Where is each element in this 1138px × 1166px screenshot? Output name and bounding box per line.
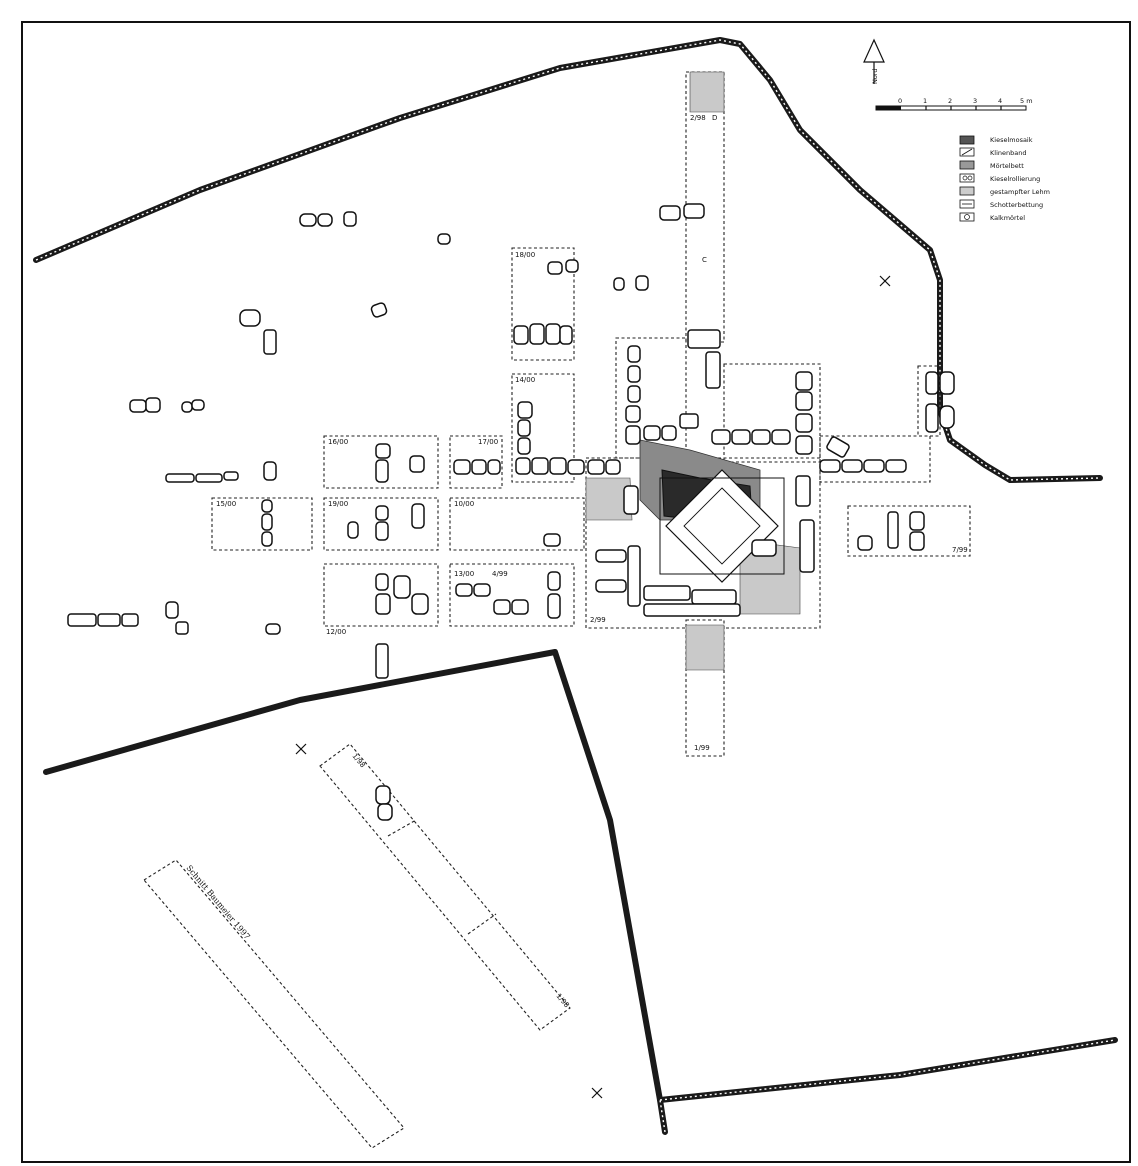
label-16-00: 16/00 xyxy=(328,438,348,446)
survey-point-sw xyxy=(295,743,307,755)
north-label: Nord xyxy=(871,68,879,84)
enclosure-wall-north xyxy=(33,37,1103,483)
trench-east-small xyxy=(917,365,941,437)
trench-1-99 xyxy=(685,619,725,757)
svg-text:Kalkmörtel: Kalkmörtel xyxy=(990,214,1025,222)
label-7-99: 7/99 xyxy=(952,546,968,554)
label-15-00: 15/00 xyxy=(216,500,236,508)
legend-item-schotterbettung: Schotterbettung xyxy=(959,199,1043,209)
label-4-99: 4/99 xyxy=(492,570,508,578)
trench-10-00 xyxy=(449,497,585,551)
legend-item-gestampfter-lehm: gestampfter Lehm xyxy=(959,186,1050,196)
trench-east-wall xyxy=(819,435,931,483)
scale-tick-2: 2 xyxy=(948,97,952,105)
legend-item-moertelbett: Mörtelbett xyxy=(959,160,1024,170)
trench-labels: 2/98 D C 18/00 14/00 16/00 17/00 15/00 1… xyxy=(184,114,967,1009)
scale-tick-3: 3 xyxy=(973,97,977,105)
label-2-98-d: D xyxy=(712,114,717,122)
svg-text:gestampfter Lehm: gestampfter Lehm xyxy=(990,188,1050,196)
trench-18-00 xyxy=(511,247,575,361)
label-2-98: 2/98 xyxy=(690,114,706,122)
trench-13-00 xyxy=(449,563,575,627)
trench-17-00 xyxy=(449,435,503,489)
central-floor xyxy=(585,71,801,671)
label-1-99: 1/99 xyxy=(694,744,710,752)
label-1-98-north: 1/98 xyxy=(350,752,366,769)
svg-text:Klinenband: Klinenband xyxy=(990,149,1026,157)
survey-point-ne xyxy=(879,275,891,287)
svg-text:Kieselrollierung: Kieselrollierung xyxy=(990,175,1040,183)
scale-tick-5: 5 m xyxy=(1020,97,1033,105)
trench-central-nw xyxy=(615,337,687,459)
svg-text:Schotterbettung: Schotterbettung xyxy=(990,201,1043,209)
trench-central-ne xyxy=(723,363,821,463)
label-17-00: 17/00 xyxy=(478,438,498,446)
trench-15-00 xyxy=(211,497,313,551)
trench-16-00 xyxy=(323,435,439,489)
label-12-00: 12/00 xyxy=(326,628,346,636)
scale-tick-4: 4 xyxy=(998,97,1002,105)
label-10-00: 10/00 xyxy=(454,500,474,508)
trench-7-99 xyxy=(847,505,971,557)
trench-1-98 xyxy=(319,743,571,1031)
label-1-98-south: 1/98 xyxy=(554,992,570,1009)
label-19-00: 19/00 xyxy=(328,500,348,508)
label-13-00: 13/00 xyxy=(454,570,474,578)
legend: Kieselmosaik Klinenband Mörtelbett Kiese… xyxy=(959,135,1050,222)
trench-19-00 xyxy=(323,497,439,551)
stone-walls xyxy=(67,203,955,821)
plan-frame xyxy=(21,21,1131,1163)
trench-14-00 xyxy=(511,373,575,483)
label-2-98-c: C xyxy=(702,256,707,264)
scale-tick-0: 0 xyxy=(898,97,902,105)
enclosure-wall-south xyxy=(43,649,1118,1135)
svg-text:Kieselmosaik: Kieselmosaik xyxy=(990,136,1033,144)
legend-item-klinenband: Klinenband xyxy=(959,147,1026,157)
trenches xyxy=(143,71,971,1149)
label-14-00: 14/00 xyxy=(515,376,535,384)
legend-item-kalkmoertel: Kalkmörtel xyxy=(959,212,1025,222)
trench-12-00 xyxy=(323,563,439,627)
svg-text:Mörtelbett: Mörtelbett xyxy=(990,162,1024,170)
label-18-00: 18/00 xyxy=(515,251,535,259)
scale-tick-1: 1 xyxy=(923,97,927,105)
label-2-99: 2/99 xyxy=(590,616,606,624)
scale-bar: 0 1 2 3 4 5 m xyxy=(875,97,1033,111)
legend-item-kieselmosaik: Kieselmosaik xyxy=(959,135,1033,145)
north-arrow: Nord xyxy=(863,38,885,84)
legend-item-kieselrollierung: Kieselrollierung xyxy=(959,173,1040,183)
label-section-baumeier: Schnitt Baumeier 1997 xyxy=(184,864,251,942)
section-baumeier-1997 xyxy=(143,859,405,1149)
survey-point-s xyxy=(591,1087,603,1099)
